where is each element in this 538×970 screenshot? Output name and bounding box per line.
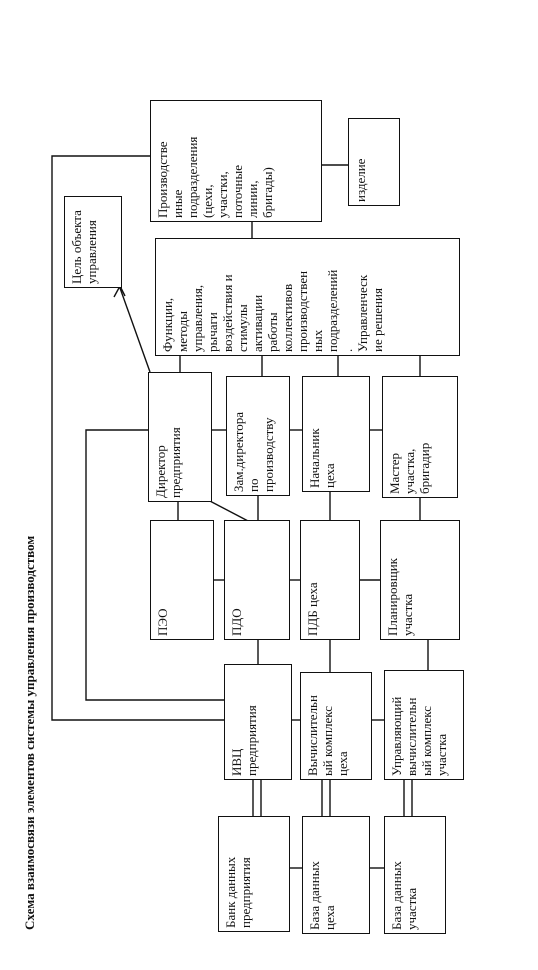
box-area-master: Мастер участка, бригадир — [382, 376, 458, 498]
box-production-units: Производстве иные подразделения (цехи, у… — [150, 100, 322, 222]
box-shop-computing-complex: Вычислительн ый комплекс цеха — [300, 672, 372, 780]
box-production-units-label: Производстве иные подразделения (цехи, у… — [155, 136, 275, 218]
box-management-goal-label: Цель объекта управления — [69, 210, 99, 284]
box-management-functions-label: Функции, методы управления, рычаги возде… — [160, 269, 385, 352]
box-peo: ПЭО — [150, 520, 214, 640]
loop-ivc-production — [51, 155, 224, 721]
box-shop-database-label: База данных цеха — [307, 861, 337, 930]
diagram-title: Схема взаимосвязи элементов системы упра… — [22, 535, 37, 930]
box-peo-label: ПЭО — [155, 608, 170, 636]
box-area-master-label: Мастер участка, бригадир — [387, 442, 432, 494]
box-deputy-director-label: Зам.директора по производству — [231, 411, 276, 492]
link-director-goal — [119, 287, 151, 373]
box-area-database: База данных участка — [384, 816, 446, 934]
box-enterprise-director-label: Директор предприятия — [153, 427, 183, 498]
box-pdo: ПДО — [224, 520, 290, 640]
box-enterprise-databank-label: Банк данных предприятия — [223, 856, 253, 928]
box-area-planner-label: Планировщик участка — [385, 558, 415, 636]
box-enterprise-ivc: ИВЦ предприятия — [224, 664, 292, 780]
box-product-label: изделие — [353, 158, 368, 202]
box-enterprise-director: Директор предприятия — [148, 372, 212, 502]
box-pdo-label: ПДО — [229, 608, 244, 636]
box-area-control-complex: Управляющий вычислительн ый комплекс уча… — [384, 670, 464, 780]
box-shop-pdb: ПДБ цеха — [300, 520, 360, 640]
box-enterprise-ivc-label: ИВЦ предприятия — [229, 705, 259, 776]
box-management-goal: Цель объекта управления — [64, 196, 122, 288]
box-shop-computing-complex-label: Вычислительн ый комплекс цеха — [305, 695, 350, 776]
box-area-control-complex-label: Управляющий вычислительн ый комплекс уча… — [389, 696, 449, 776]
box-shop-database: База данных цеха — [302, 816, 370, 934]
box-area-database-label: База данных участка — [389, 861, 419, 930]
box-enterprise-databank: Банк данных предприятия — [218, 816, 290, 932]
box-shop-pdb-label: ПДБ цеха — [305, 582, 320, 636]
box-product: изделие — [348, 118, 400, 206]
box-shop-head: Начальник цеха — [302, 376, 370, 492]
box-area-planner: Планировщик участка — [380, 520, 460, 640]
box-management-functions: Функции, методы управления, рычаги возде… — [155, 238, 460, 356]
loop-ivc-director — [85, 429, 224, 701]
box-shop-head-label: Начальник цеха — [307, 428, 337, 488]
box-deputy-director: Зам.директора по производству — [226, 376, 290, 496]
